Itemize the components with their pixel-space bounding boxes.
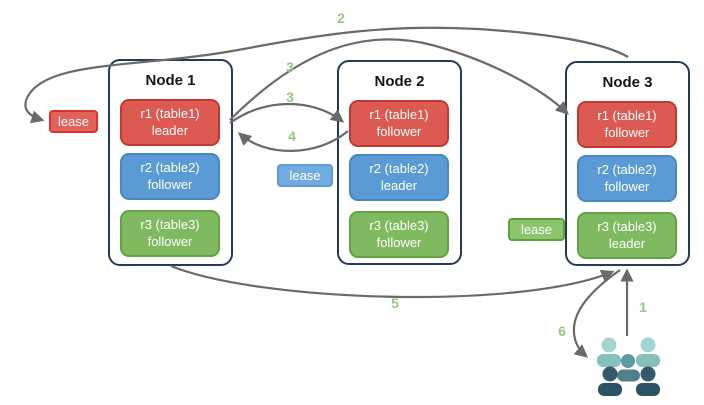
replica-role: follower	[604, 178, 650, 194]
replica-role: follower	[376, 123, 422, 139]
replica-name: r1 (table1)	[597, 108, 657, 124]
replica-role: leader	[608, 235, 646, 251]
lease-r3-badge: lease	[508, 218, 565, 241]
replica-role: follower	[604, 124, 650, 140]
arrow-step-4	[238, 130, 349, 152]
replica-name: r3 (table3)	[140, 217, 200, 233]
step-label-3a: 3	[286, 59, 294, 75]
replica-name: r2 (table2)	[369, 161, 429, 177]
node-3-box: Node 3 r1 (table1) follower r2 (table2) …	[565, 61, 690, 266]
step-label-4: 4	[288, 128, 296, 144]
replica-name: r1 (table1)	[369, 107, 429, 123]
step-label-6: 6	[558, 323, 566, 339]
node1-r3-replica: r3 (table3) follower	[120, 210, 220, 257]
step-label-2: 2	[337, 10, 345, 26]
node-1-box: Node 1 r1 (table1) leader r2 (table2) fo…	[108, 59, 233, 266]
users-group-icon	[597, 337, 660, 396]
replica-role: follower	[147, 176, 193, 192]
node2-r2-replica: r2 (table2) leader	[349, 154, 449, 201]
node3-r3-replica: r3 (table3) leader	[577, 212, 677, 259]
lease-r2-badge: lease	[277, 164, 333, 187]
step-label-1: 1	[639, 299, 647, 315]
node1-r1-replica: r1 (table1) leader	[120, 99, 220, 146]
replica-name: r3 (table3)	[597, 219, 657, 235]
lease-r1-badge: lease	[49, 110, 98, 133]
step-label-3b: 3	[286, 89, 294, 105]
replica-role: leader	[151, 122, 189, 138]
node3-r1-replica: r1 (table1) follower	[577, 101, 677, 148]
arrow-step-6	[572, 269, 621, 358]
node-3-title: Node 3	[602, 74, 653, 91]
replica-name: r3 (table3)	[369, 218, 429, 234]
replica-name: r2 (table2)	[597, 162, 657, 178]
node2-r3-replica: r3 (table3) follower	[349, 211, 449, 258]
step-label-5: 5	[391, 295, 399, 311]
replica-name: r1 (table1)	[140, 106, 200, 122]
replica-role: follower	[376, 234, 422, 250]
node2-r1-replica: r1 (table1) follower	[349, 100, 449, 147]
arrow-step-2	[24, 26, 629, 124]
node-2-title: Node 2	[374, 73, 425, 90]
replica-role: follower	[147, 233, 193, 249]
replica-role: leader	[380, 177, 418, 193]
arrow-step-3-to-node2	[229, 102, 345, 124]
node3-r2-replica: r2 (table2) follower	[577, 155, 677, 202]
arrow-step-3-to-node3	[229, 38, 569, 121]
node-1-title: Node 1	[145, 72, 196, 89]
replica-name: r2 (table2)	[140, 160, 200, 176]
arrow-step-5	[170, 264, 615, 299]
node-2-box: Node 2 r1 (table1) follower r2 (table2) …	[337, 60, 462, 265]
node1-r2-replica: r2 (table2) follower	[120, 153, 220, 200]
